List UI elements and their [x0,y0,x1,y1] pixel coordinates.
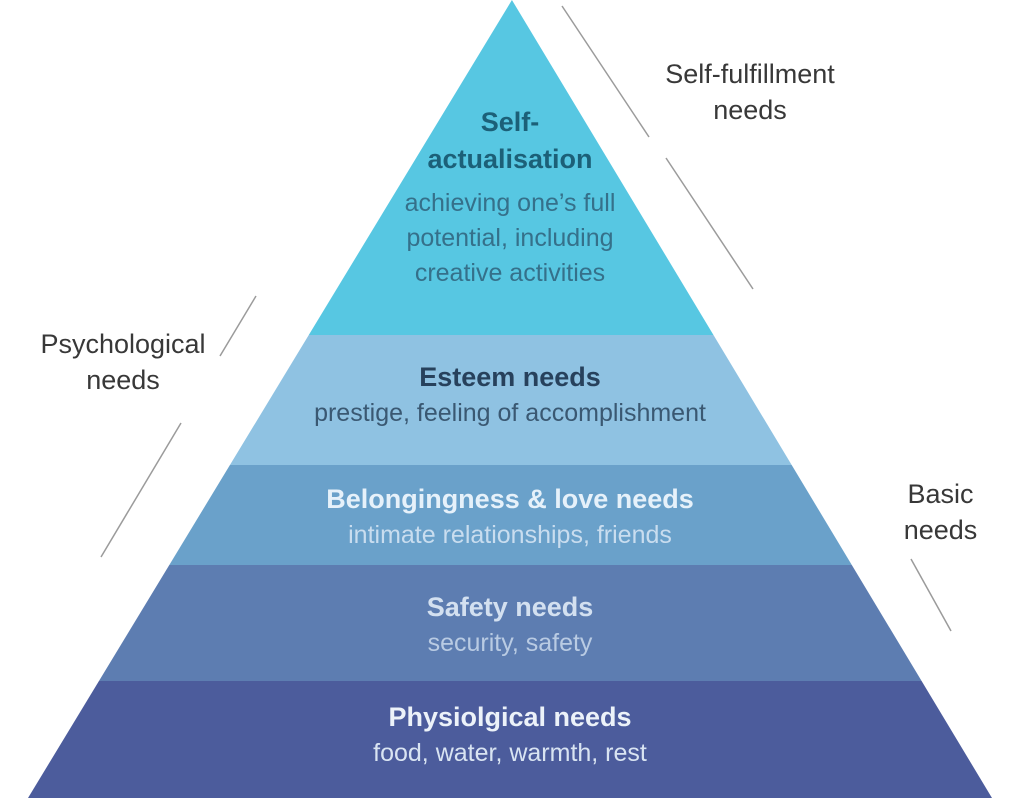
desc-line: creative activities [414,259,606,287]
pyramid-level-belongingness-love: Belongingness & love needs intimate rela… [28,465,992,565]
level-title: Safety needs [28,589,992,626]
title-line: Safety needs [426,592,594,622]
self-fulfillment-bracket-line-lower [665,157,754,290]
title-line: Physiolgical needs [388,702,632,732]
pyramid-level-self-actualisation: Self- actualisation achieving one’s full… [28,0,992,335]
title-line: Belongingness & love needs [326,484,694,514]
title-line: Esteem needs [419,362,601,392]
level-description: security, safety [28,626,992,661]
basic-bracket-line-lower [910,558,952,632]
label-line: Self-fulfillment [665,59,835,89]
pyramid-level-safety: Safety needs security, safety [28,565,992,681]
label-line: needs [903,515,978,545]
desc-line: achieving one’s full [404,189,616,217]
level-description: food, water, warmth, rest [28,736,992,771]
label-self-fulfillment-needs: Self-fulfillment needs [620,56,880,128]
desc-line: intimate relationships, friends [348,521,672,549]
level-title: Esteem needs [28,359,992,396]
level-description: achieving one’s full potential, includin… [28,186,992,291]
level-description: prestige, feeling of accomplishment [28,396,992,431]
level-description: intimate relationships, friends [28,518,992,553]
label-basic-needs: Basic needs [878,476,1003,548]
label-psychological-needs: Psychological needs [18,326,228,398]
title-line: actualisation [427,144,593,174]
psychological-bracket-line-lower [100,422,182,558]
label-line: needs [86,365,160,395]
label-line: Basic [907,479,974,509]
level-title: Physiolgical needs [28,699,992,736]
label-line: needs [713,95,787,125]
desc-line: potential, including [406,224,614,252]
label-line: Psychological [40,329,206,359]
desc-line: prestige, feeling of accomplishment [314,399,706,427]
desc-line: security, safety [427,629,593,657]
title-line: Self- [480,107,540,137]
level-title: Self- actualisation [28,104,992,178]
level-title: Belongingness & love needs [28,481,992,518]
desc-line: food, water, warmth, rest [373,739,647,767]
pyramid-level-physiological: Physiolgical needs food, water, warmth, … [28,681,992,798]
